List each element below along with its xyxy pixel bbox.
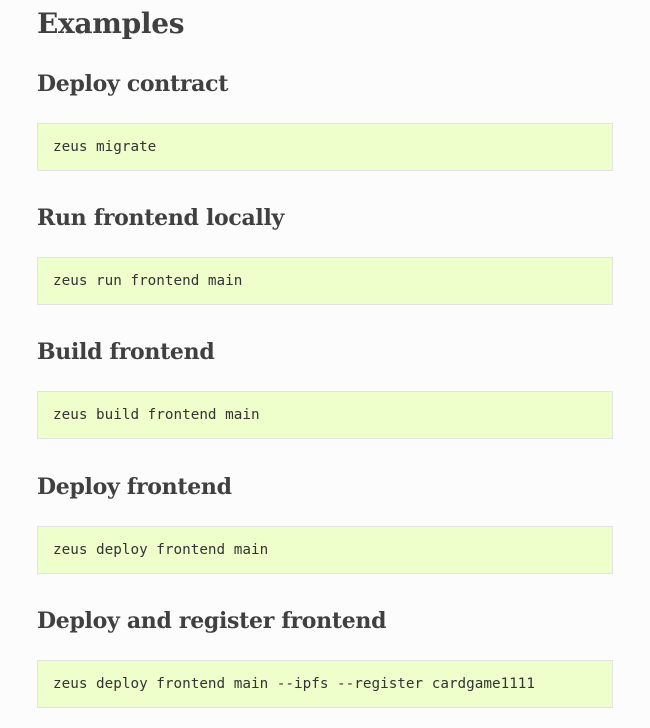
code-text: zeus deploy frontend main xyxy=(53,542,269,558)
heading-deploy-frontend: Deploy frontend xyxy=(37,474,232,500)
page-title: Examples xyxy=(37,7,185,40)
heading-deploy-contract: Deploy contract xyxy=(37,71,229,97)
heading-run-frontend-locally: Run frontend locally xyxy=(37,205,285,231)
code-block-build-frontend[interactable]: zeus build frontend main xyxy=(37,391,613,439)
heading-build-frontend: Build frontend xyxy=(37,339,215,365)
code-block-run-frontend-locally[interactable]: zeus run frontend main xyxy=(37,257,613,305)
code-text: zeus run frontend main xyxy=(53,273,243,289)
code-text: zeus build frontend main xyxy=(53,407,260,423)
heading-deploy-and-register-frontend: Deploy and register frontend xyxy=(37,608,387,634)
code-block-deploy-and-register-frontend[interactable]: zeus deploy frontend main --ipfs --regis… xyxy=(37,660,613,708)
code-block-deploy-contract[interactable]: zeus migrate xyxy=(37,123,613,171)
code-text: zeus migrate xyxy=(53,139,157,155)
code-block-deploy-frontend[interactable]: zeus deploy frontend main xyxy=(37,526,613,574)
code-text: zeus deploy frontend main --ipfs --regis… xyxy=(53,676,536,692)
